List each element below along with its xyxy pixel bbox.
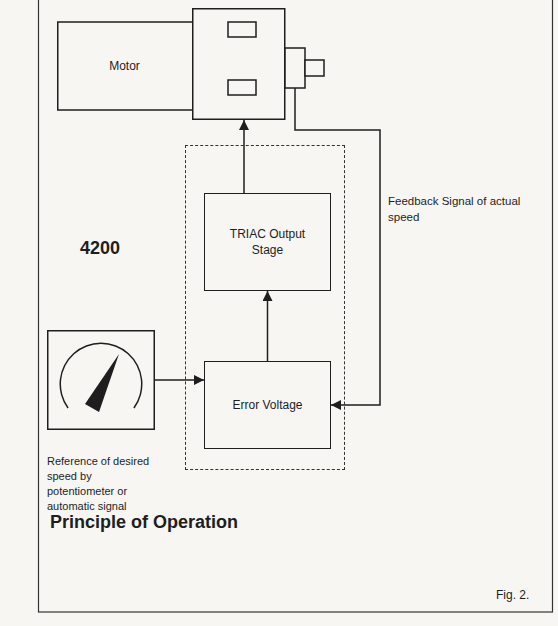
motor-shaft bbox=[305, 60, 324, 76]
node-text: Error Voltage bbox=[232, 397, 302, 413]
potentiometer-dial: Reference of desired speed by potentiome… bbox=[47, 330, 155, 430]
node-text: TRIAC Output Stage bbox=[222, 226, 314, 258]
figure-number: Fig. 2. bbox=[496, 588, 529, 602]
dial-caption: Reference of desired speed by potentiome… bbox=[47, 454, 161, 513]
controller-boundary: TRIAC Output StageError Voltage4200 bbox=[185, 145, 345, 470]
model-number: 4200 bbox=[80, 238, 120, 259]
dial-symbol bbox=[47, 330, 155, 430]
process-box: Error Voltage bbox=[204, 361, 331, 449]
dial-pointer bbox=[85, 354, 119, 412]
tacho-lead bbox=[294, 88, 296, 120]
page-border bbox=[39, 0, 553, 612]
diagram-title: Principle of Operation bbox=[50, 512, 238, 533]
motor-assembly: Motor bbox=[57, 8, 325, 120]
process-box: TRIAC Output Stage bbox=[204, 193, 331, 291]
edge-label: Feedback Signal of actual speed bbox=[388, 193, 528, 225]
signal-arrow bbox=[243, 120, 245, 193]
node-text: Motor bbox=[57, 22, 192, 110]
signal-arrow bbox=[155, 379, 204, 381]
dial-frame bbox=[48, 331, 155, 430]
motor-end-body bbox=[193, 9, 285, 120]
signal-arrow bbox=[267, 291, 269, 361]
terminal-box bbox=[228, 80, 256, 95]
motor-symbol bbox=[57, 8, 325, 120]
motor-housing bbox=[58, 22, 193, 110]
terminal-box bbox=[228, 22, 256, 37]
tachometer bbox=[285, 48, 305, 88]
